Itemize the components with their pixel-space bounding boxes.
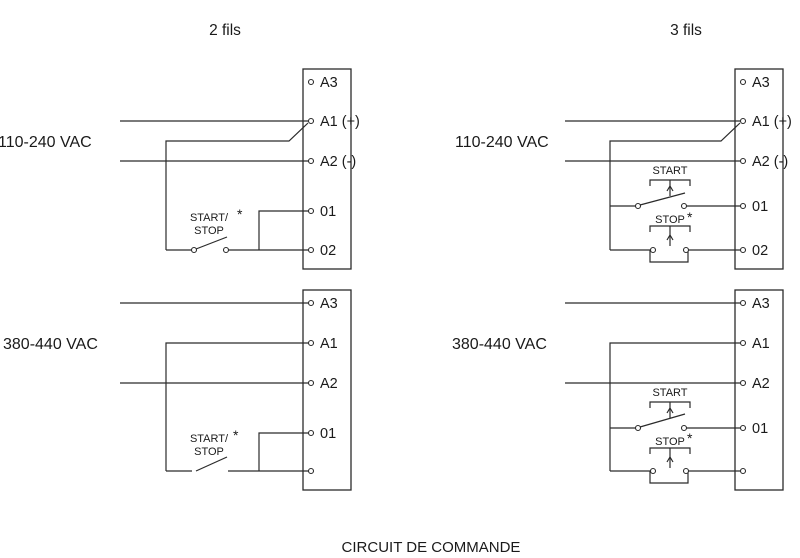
switch-contact [682,467,690,475]
start-switch-blade [639,192,686,206]
terminal-dot [739,157,747,165]
terminal-label-01: 01 [752,421,768,437]
wire-01 [258,432,308,471]
switch-contact [680,424,688,432]
terminal-dot [739,339,747,347]
terminal-dot [307,157,315,165]
terminal-label-01: 01 [320,426,336,442]
switch-label-start: START [652,387,687,399]
stop-arrow [666,455,674,463]
switch-label-start: START [652,165,687,177]
switch-blade [195,456,228,472]
terminal-label-a2: A2 (-) [752,154,788,170]
terminal-dot [739,202,747,210]
terminal-label-a3: A3 [320,75,338,91]
switch-label-start-stop: STOP [194,446,224,458]
terminal-label-01: 01 [752,199,768,215]
terminal-label-02: 02 [320,243,336,259]
terminal-dot [307,429,315,437]
switch-contact [634,424,642,432]
relay-box [302,289,352,491]
wire-a1 [609,342,740,471]
terminal-dot [307,117,315,125]
footer-caption: CIRCUIT DE COMMANDE [342,539,521,553]
terminal-dot [307,207,315,215]
terminal-label-a2: A2 (-) [320,154,356,170]
terminal-dot [739,78,747,86]
terminal-dot [739,379,747,387]
terminal-label-a1: A1 (+) [320,114,360,130]
wire-stop [610,470,740,484]
switch-contact [190,246,198,254]
switch-contact [680,202,688,210]
terminal-label-a3: A3 [752,75,770,91]
switch-label-stop: STOP [655,436,685,448]
voltage-label-high-left: 380-440 VAC [3,336,98,353]
switch-label-start-stop: START/ [190,212,229,224]
switch-contact [649,467,657,475]
terminal-label-a1: A1 (+) [752,114,792,130]
stop-arrow [666,233,674,241]
header-2-wire: 2 fils [209,22,241,39]
wire-stop [610,249,740,263]
header-3-wire: 3 fils [670,22,702,39]
panel-2wire-high-voltage: START/ STOP * A3 A1 A2 01 [120,289,352,491]
switch-label-start-stop: START/ [190,433,229,445]
switch-contact [634,202,642,210]
switch-label-stop: STOP [655,214,685,226]
wire-01 [258,210,308,250]
switch-blade [195,236,228,250]
terminal-dot [307,78,315,86]
asterisk: * [687,430,693,446]
terminal-label-a1: A1 [320,336,338,352]
terminal-dot [739,117,747,125]
voltage-label-low-right: 110-240 VAC [455,134,549,151]
terminal-label-a1: A1 [752,336,770,352]
start-arrow [666,406,674,414]
voltage-label-high-right: 380-440 VAC [452,336,547,353]
voltage-label-low-left: 110-240 VAC [0,134,92,151]
wire-a1-return [609,122,741,250]
panel-2wire-low-voltage: START/ STOP * A3 A1 (+) A2 (-) 01 02 [120,68,360,270]
switch-label-start-stop: STOP [194,225,224,237]
terminal-dot [307,379,315,387]
relay-box [734,289,784,491]
terminal-dot [739,299,747,307]
terminal-label-a2: A2 [320,376,338,392]
relay-box [302,68,352,270]
start-switch-blade [639,413,686,428]
asterisk: * [687,209,693,225]
terminal-label-01: 01 [320,204,336,220]
terminal-dot [307,339,315,347]
terminal-dot [307,246,315,254]
panel-3wire-low-voltage: START STOP * A3 A1 (+) A2 (-) 01 02 [565,68,792,270]
terminal-label-a2: A2 [752,376,770,392]
wire-a1 [165,342,308,471]
wire-a1-return [165,122,309,250]
switch-contact [682,246,690,254]
terminal-dot [739,246,747,254]
terminal-label-02: 02 [752,243,768,259]
asterisk: * [237,206,243,222]
switch-contact [649,246,657,254]
terminal-dot [307,299,315,307]
relay-box [734,68,784,270]
terminal-label-a3: A3 [752,296,770,312]
panel-3wire-high-voltage: START STOP * A3 A1 A2 01 [565,289,784,491]
terminal-label-a3: A3 [320,296,338,312]
start-arrow [666,184,674,192]
terminal-dot [739,467,747,475]
terminal-dot [307,467,315,475]
switch-contact [222,246,230,254]
asterisk: * [233,427,239,443]
terminal-dot [739,424,747,432]
